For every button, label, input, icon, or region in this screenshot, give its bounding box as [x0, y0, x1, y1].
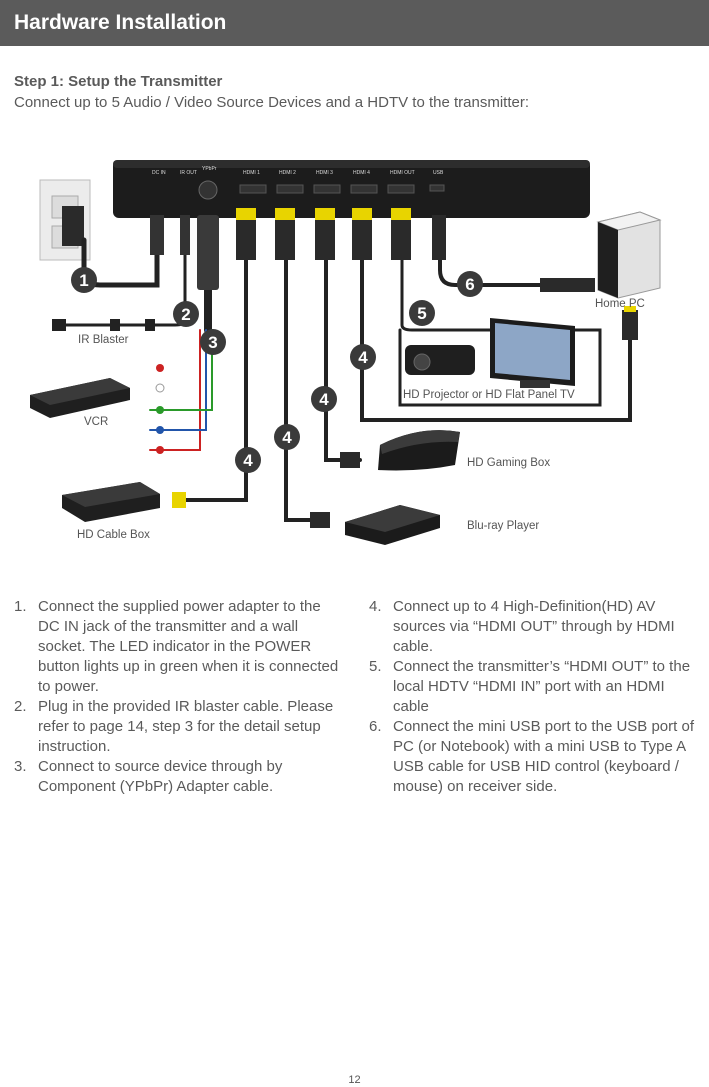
section-header: Hardware Installation: [0, 0, 709, 46]
step-title: Step 1: Setup the Transmitter: [14, 73, 223, 90]
hd-gaming-box-device: [378, 430, 460, 471]
step-badge-1: 1: [71, 267, 97, 293]
instruction-item: 4. Connect up to 4 High-Definition(HD) A…: [369, 597, 701, 657]
instruction-item: 2. Plug in the provided IR blaster cable…: [14, 697, 344, 757]
instruction-text: Plug in the provided IR blaster cable. P…: [38, 698, 334, 755]
instruction-text: Connect to source device through by Comp…: [38, 758, 283, 795]
instructions-right-column: 4. Connect up to 4 High-Definition(HD) A…: [369, 597, 701, 797]
bluray-player-device: [345, 505, 440, 545]
svg-text:2: 2: [181, 305, 190, 324]
instruction-item: 5. Connect the transmitter’s “HDMI OUT” …: [369, 657, 701, 717]
label-vcr: VCR: [84, 416, 108, 428]
svg-text:3: 3: [208, 333, 217, 352]
instruction-text: Connect the transmitter’s “HDMI OUT” to …: [393, 658, 691, 715]
instructions-left-column: 1. Connect the supplied power adapter to…: [14, 597, 344, 797]
section-title: Hardware Installation: [14, 11, 227, 34]
instruction-number: 6.: [369, 718, 382, 735]
instruction-text: Connect the supplied power adapter to th…: [38, 598, 339, 695]
step-badge-4d: 4: [235, 447, 261, 473]
vcr-device: [30, 378, 130, 418]
label-projector-tv: HD Projector or HD Flat Panel TV: [403, 389, 575, 401]
step-badge-2: 2: [173, 301, 199, 327]
step-description: Connect up to 5 Audio / Video Source Dev…: [14, 94, 530, 111]
svg-text:4: 4: [358, 348, 368, 367]
port-label-usb: USB: [433, 170, 444, 176]
label-home-pc: Home PC: [595, 298, 645, 310]
port-label-hdmi2: HDMI 2: [279, 170, 296, 176]
connection-diagram: DC IN IR OUT YPbPr HDMI 1 HDMI 2 HDMI 3 …: [30, 160, 662, 545]
connectors: [150, 208, 638, 528]
port-label-hdmi4: HDMI 4: [353, 170, 370, 176]
svg-text:4: 4: [282, 428, 292, 447]
instruction-text: Connect the mini USB port to the USB por…: [393, 718, 694, 795]
instruction-number: 3.: [14, 758, 27, 775]
port-label-hdmi3: HDMI 3: [316, 170, 333, 176]
projector-tv-devices: [405, 318, 575, 388]
port-label-hdmi-out: HDMI OUT: [390, 170, 415, 176]
ir-blaster-cable: [52, 319, 155, 331]
svg-text:5: 5: [417, 304, 426, 323]
instruction-number: 4.: [369, 598, 382, 615]
home-pc-device: [596, 211, 662, 299]
page-number: 12: [348, 1074, 361, 1086]
label-bluray-player: Blu-ray Player: [467, 520, 539, 532]
port-label-ir-out: IR OUT: [180, 170, 197, 176]
svg-text:4: 4: [319, 390, 329, 409]
instruction-number: 2.: [14, 698, 27, 715]
step-badge-4b: 4: [311, 386, 337, 412]
label-hd-gaming-box: HD Gaming Box: [467, 457, 550, 469]
instruction-item: 1. Connect the supplied power adapter to…: [14, 597, 344, 697]
svg-text:1: 1: [79, 271, 88, 290]
instruction-number: 5.: [369, 658, 382, 675]
port-label-ypbpr: YPbPr: [202, 166, 217, 172]
svg-text:4: 4: [243, 451, 253, 470]
instruction-number: 1.: [14, 598, 27, 615]
port-label-hdmi1: HDMI 1: [243, 170, 260, 176]
step-badge-4c: 4: [274, 424, 300, 450]
instruction-item: 3. Connect to source device through by C…: [14, 757, 344, 797]
step-badge-3: 3: [200, 329, 226, 355]
label-ir-blaster: IR Blaster: [78, 334, 129, 346]
hd-cable-box-device: [62, 482, 160, 522]
step-badge-4a: 4: [350, 344, 376, 370]
transmitter-device: DC IN IR OUT YPbPr HDMI 1 HDMI 2 HDMI 3 …: [113, 160, 590, 218]
port-label-dc-in: DC IN: [152, 170, 166, 176]
step-badge-5: 5: [409, 300, 435, 326]
step-badge-6: 6: [457, 271, 483, 297]
instruction-item: 6. Connect the mini USB port to the USB …: [369, 717, 701, 797]
instruction-text: Connect up to 4 High-Definition(HD) AV s…: [393, 598, 675, 655]
svg-text:6: 6: [465, 275, 474, 294]
label-hd-cable-box: HD Cable Box: [77, 529, 150, 541]
